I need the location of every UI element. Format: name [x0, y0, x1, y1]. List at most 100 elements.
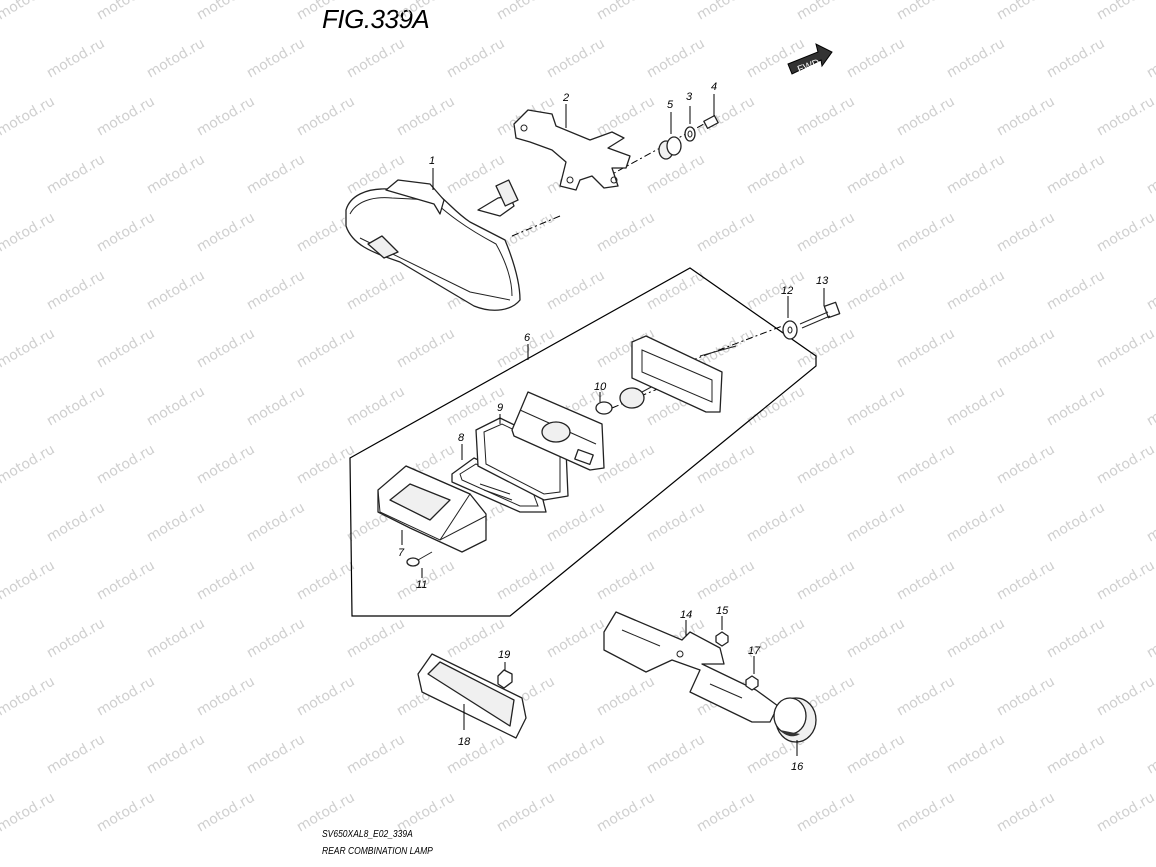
watermark-text: motod.ru: [994, 789, 1058, 835]
watermark-text: motod.ru: [294, 0, 358, 23]
watermark-text: motod.ru: [794, 557, 858, 603]
watermark-text: motod.ru: [844, 35, 908, 81]
watermark-text: motod.ru: [144, 499, 208, 545]
watermark-text: motod.ru: [344, 383, 408, 429]
watermark-text: motod.ru: [94, 789, 158, 835]
watermark-text: motod.ru: [794, 93, 858, 139]
nut-19[interactable]: [497, 662, 513, 689]
bulb[interactable]: [595, 392, 613, 415]
watermark-text: motod.ru: [0, 557, 58, 603]
watermark-text: motod.ru: [0, 93, 58, 139]
watermark-text: motod.ru: [744, 383, 808, 429]
watermark-text: motod.ru: [144, 731, 208, 777]
watermark-text: motod.ru: [344, 615, 408, 661]
watermark-text: motod.ru: [94, 441, 158, 487]
watermark-text: motod.ru: [1094, 789, 1156, 835]
bolt[interactable]: [703, 94, 719, 129]
watermark-text: motod.ru: [1144, 267, 1156, 313]
watermark-text: motod.ru: [644, 267, 708, 313]
lamp-gasket[interactable]: [475, 414, 569, 501]
watermark-text: motod.ru: [644, 499, 708, 545]
watermark-text: motod.ru: [894, 93, 958, 139]
watermark-text: motod.ru: [994, 441, 1058, 487]
watermark-text: motod.ru: [1094, 93, 1156, 139]
watermark-text: motod.ru: [1144, 383, 1156, 429]
watermark-text: motod.ru: [744, 267, 808, 313]
watermark-text: motod.ru: [294, 557, 358, 603]
watermark-text: motod.ru: [344, 35, 408, 81]
round-reflector[interactable]: [773, 697, 817, 756]
watermark-text: motod.ru: [944, 731, 1008, 777]
watermark-text: motod.ru: [294, 673, 358, 719]
callout-6: 6: [524, 332, 531, 344]
watermark-text: motod.ru: [844, 267, 908, 313]
callout-1: 1: [429, 155, 435, 167]
watermark-text: motod.ru: [894, 557, 958, 603]
watermark-text: motod.ru: [694, 789, 758, 835]
license-lamp-base[interactable]: [631, 335, 737, 413]
nut-15[interactable]: [715, 616, 729, 647]
watermark-text: motod.ru: [744, 499, 808, 545]
callout-9: 9: [497, 402, 503, 414]
watermark-text: motod.ru: [244, 35, 308, 81]
watermark-text: motod.ru: [594, 673, 658, 719]
watermark-text: motod.ru: [694, 557, 758, 603]
screw[interactable]: [406, 551, 433, 578]
watermark-text: motod.ru: [844, 499, 908, 545]
callout-11: 11: [416, 579, 427, 591]
license-lamp-lens[interactable]: [377, 465, 487, 553]
watermark-text: motod.ru: [994, 673, 1058, 719]
rectangular-reflector[interactable]: [417, 653, 527, 739]
watermark-text: motod.ru: [644, 35, 708, 81]
watermark-text: motod.ru: [594, 93, 658, 139]
watermark-text: motod.ru: [944, 615, 1008, 661]
watermark-text: motod.ru: [894, 673, 958, 719]
callout-3: 3: [686, 91, 693, 103]
callout-12: 12: [781, 285, 793, 297]
watermark-text: motod.ru: [444, 731, 508, 777]
watermark-text: motod.ru: [844, 615, 908, 661]
watermark-text: motod.ru: [1094, 557, 1156, 603]
grommet-spacer[interactable]: [658, 112, 682, 160]
watermark-text: motod.ru: [144, 615, 208, 661]
watermark-text: motod.ru: [44, 615, 108, 661]
watermark-text: motod.ru: [944, 499, 1008, 545]
watermark-text: motod.ru: [594, 789, 658, 835]
callout-19: 19: [498, 649, 510, 661]
watermark-text: motod.ru: [494, 789, 558, 835]
watermark-text: motod.ru: [244, 615, 308, 661]
watermark-text: motod.ru: [944, 35, 1008, 81]
watermark-text: motod.ru: [94, 325, 158, 371]
long-bolt[interactable]: [799, 288, 841, 329]
watermark-text: motod.ru: [594, 0, 658, 23]
watermark-text: motod.ru: [544, 615, 608, 661]
lamp-bracket[interactable]: [513, 104, 631, 191]
watermark-text: motod.ru: [0, 673, 58, 719]
watermark-text: motod.ru: [1044, 731, 1108, 777]
watermark-text: motod.ru: [1094, 0, 1156, 23]
rear-combination-lamp-unit[interactable]: [345, 168, 521, 311]
watermark-text: motod.ru: [244, 267, 308, 313]
watermark-text: motod.ru: [344, 267, 408, 313]
watermark-text: motod.ru: [144, 35, 208, 81]
watermark-text: motod.ru: [94, 0, 158, 23]
washer[interactable]: [684, 106, 696, 142]
watermark-text: motod.ru: [0, 0, 58, 23]
watermark-text: motod.ru: [394, 0, 458, 23]
watermark-text: motod.ru: [1094, 673, 1156, 719]
watermark-text: motod.ru: [94, 93, 158, 139]
watermark-text: motod.ru: [994, 325, 1058, 371]
watermark-text: motod.ru: [1094, 209, 1156, 255]
lamp-housing[interactable]: [511, 391, 605, 471]
watermark-text: motod.ru: [44, 731, 108, 777]
license-lamp-assembly-frame: [349, 267, 817, 617]
watermark-text: motod.ru: [194, 93, 258, 139]
watermark-text: motod.ru: [894, 789, 958, 835]
watermark-text: motod.ru: [1094, 325, 1156, 371]
watermark-text: motod.ru: [994, 557, 1058, 603]
lens-gasket[interactable]: [451, 444, 547, 513]
washer-12[interactable]: [782, 296, 798, 340]
watermark-text: motod.ru: [994, 93, 1058, 139]
nut-17[interactable]: [745, 656, 759, 691]
watermark-text: motod.ru: [194, 441, 258, 487]
